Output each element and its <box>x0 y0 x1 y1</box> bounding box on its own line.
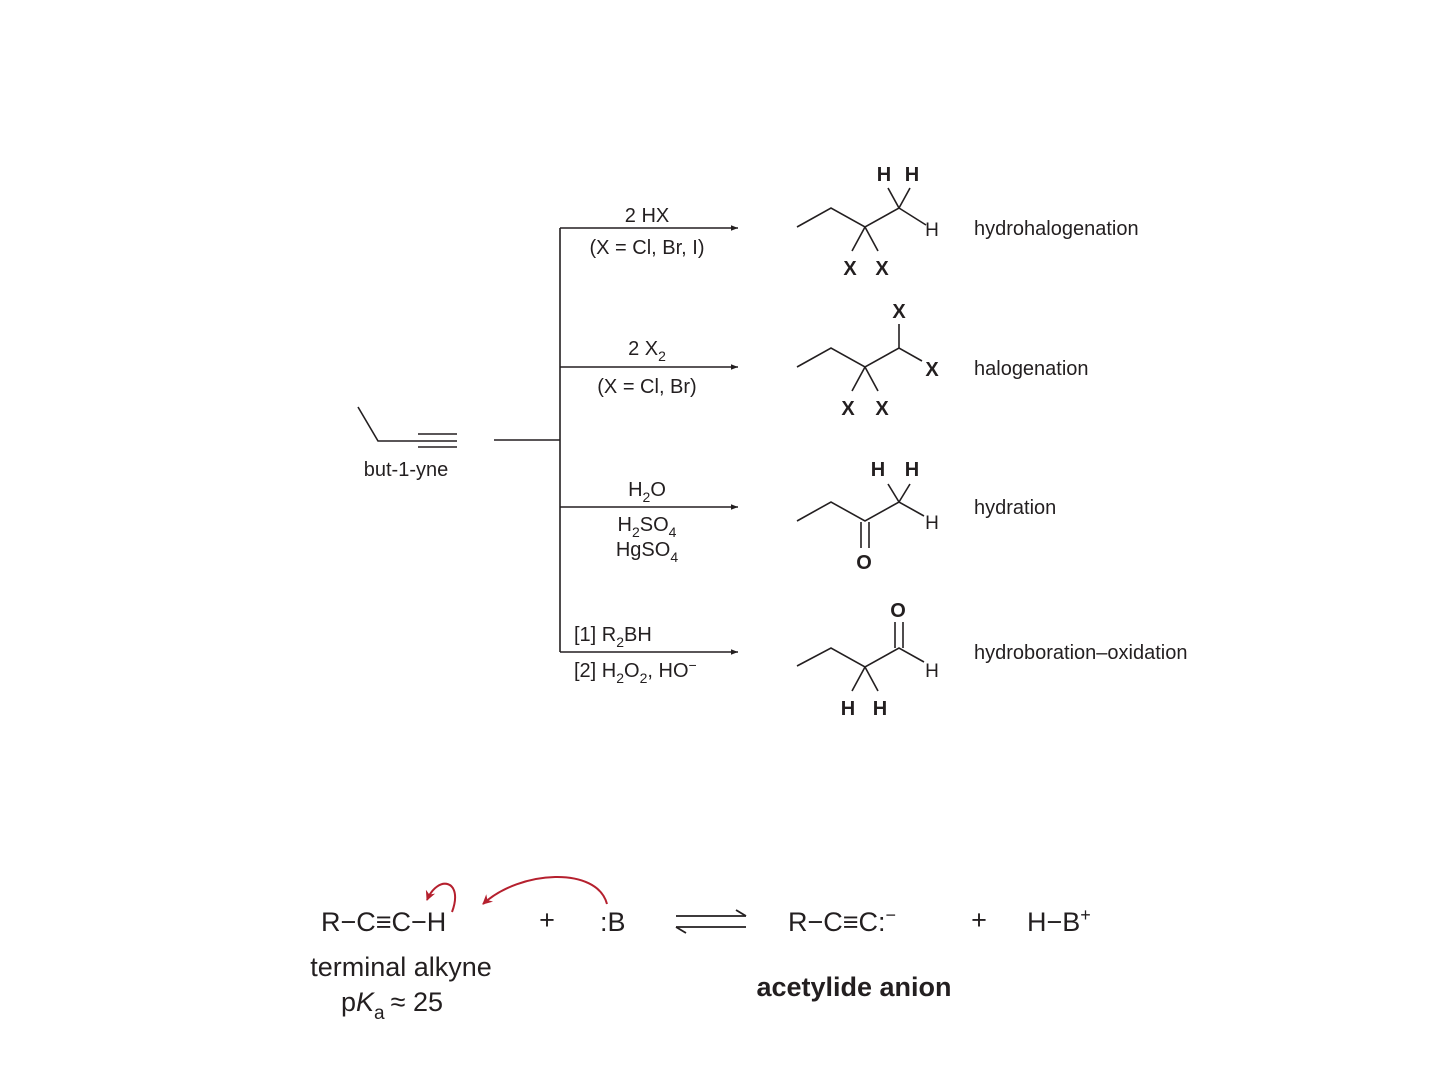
reaction-name-hydrohalogenation: hydrohalogenation <box>974 218 1139 240</box>
reagent-water: H2O <box>628 479 666 505</box>
svg-text:H: H <box>877 164 891 186</box>
svg-text:H: H <box>905 459 919 481</box>
svg-text:H: H <box>905 164 919 186</box>
plus-sign-2: + <box>971 905 987 935</box>
reagent-x2-condition: (X = Cl, Br) <box>597 376 696 398</box>
branch-lines <box>494 228 560 652</box>
acetylide-anion-label: acetylide anion <box>756 972 951 1002</box>
plus-sign-1: + <box>539 905 555 935</box>
product-methyl-ketone: H H H O <box>797 459 939 574</box>
reaction-name-hydroboration-oxidation: hydroboration–oxidation <box>974 642 1188 664</box>
curved-arrow-base-to-hydrogen <box>483 877 607 904</box>
pka-label: pKa≈ 25 <box>341 987 443 1024</box>
svg-text:O: O <box>890 600 906 622</box>
starting-material-label: but-1-yne <box>364 459 449 481</box>
conjugate-acid-formula: H−B+ <box>1027 905 1091 937</box>
reagent-hx-condition: (X = Cl, Br, I) <box>589 237 704 259</box>
reagent-mercury-sulfate: HgSO4 <box>616 539 678 565</box>
but-1-yne-structure <box>358 407 457 447</box>
reagent-sulfuric-acid: H2SO4 <box>618 514 677 540</box>
svg-text:O: O <box>856 552 872 574</box>
reagent-x2: 2 X2 <box>628 338 666 364</box>
svg-text:X: X <box>841 398 855 420</box>
svg-text:X: X <box>925 359 939 381</box>
product-tetrahalide: X X X X <box>797 301 939 420</box>
terminal-alkyne-label: terminal alkyne <box>310 952 492 982</box>
svg-text:X: X <box>843 258 857 280</box>
product-aldehyde: O H H H <box>797 600 939 720</box>
reagent-hx: 2 HX <box>625 205 669 227</box>
product-geminal-dihalide: H H H X X <box>797 164 939 280</box>
acetylide-formula: R−C≡C:− <box>788 905 896 937</box>
svg-text:H: H <box>873 698 887 720</box>
base-formula: :B <box>600 907 626 937</box>
reaction-name-halogenation: halogenation <box>974 358 1089 380</box>
svg-text:H: H <box>841 698 855 720</box>
svg-text:H: H <box>925 661 939 682</box>
terminal-alkyne-formula: R−C≡C−H <box>321 907 446 937</box>
equilibrium-arrows <box>676 910 746 933</box>
svg-text:H: H <box>925 220 939 241</box>
svg-text:X: X <box>875 258 889 280</box>
svg-text:H: H <box>925 513 939 534</box>
svg-text:X: X <box>875 398 889 420</box>
reagent-peroxide: [2] H2O2, HO− <box>574 657 697 686</box>
svg-text:X: X <box>892 301 906 323</box>
reaction-name-hydration: hydration <box>974 497 1056 519</box>
reagent-borane: [1] R2BH <box>574 624 652 650</box>
svg-text:H: H <box>871 459 885 481</box>
